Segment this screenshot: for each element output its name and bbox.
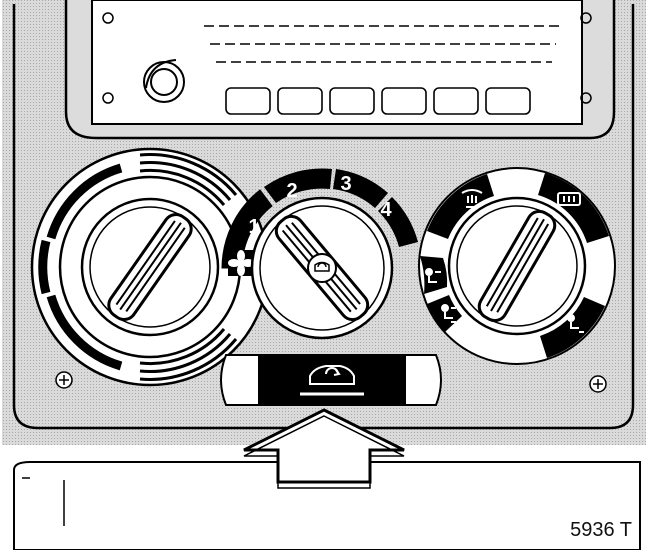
recirculation-button[interactable]: [220, 354, 442, 406]
face-vent-icon: [425, 268, 441, 283]
fan-speed-label-4: 4: [380, 199, 392, 221]
fan-speed-dial[interactable]: 1 2 3 4: [221, 168, 418, 340]
rear-window-defrost-icon: [557, 192, 581, 206]
fan-scale-4: [378, 197, 418, 247]
radio-unit: [64, 0, 616, 140]
radio-knob: [143, 59, 185, 103]
recirculation-car-icon: [300, 365, 364, 396]
fan-speed-label-3: 3: [340, 173, 351, 195]
segment-face: [420, 256, 448, 294]
recirculation-icon: [307, 253, 337, 283]
fan-speed-knob[interactable]: [250, 196, 394, 340]
radio-display: [204, 25, 560, 63]
press-arrow: [243, 408, 405, 489]
fan-speed-label-1: 1: [248, 216, 259, 238]
lower-panel: [13, 461, 641, 551]
feet-icon: [567, 314, 584, 333]
face-and-feet-icon: [441, 304, 456, 323]
fan-scale-2: [264, 168, 332, 203]
screw-left: [55, 371, 73, 389]
fan-speed-label-2: 2: [286, 180, 297, 202]
fan-scale-3: [333, 169, 388, 208]
figure-reference: 5936 T: [570, 519, 632, 541]
windshield-defrost-icon: [461, 189, 483, 208]
air-distribution-knob[interactable]: [447, 196, 587, 336]
segment-rear-defrost: [538, 173, 609, 243]
temperature-scale-hot: [139, 153, 238, 381]
screw-right: [589, 375, 607, 393]
temperature-knob[interactable]: [80, 197, 220, 337]
air-distribution-dial[interactable]: [418, 167, 616, 365]
preset-buttons: [225, 87, 531, 115]
temperature-dial[interactable]: [30, 147, 270, 387]
temperature-scale-cold: [38, 163, 123, 371]
fan-icon: [228, 250, 254, 276]
